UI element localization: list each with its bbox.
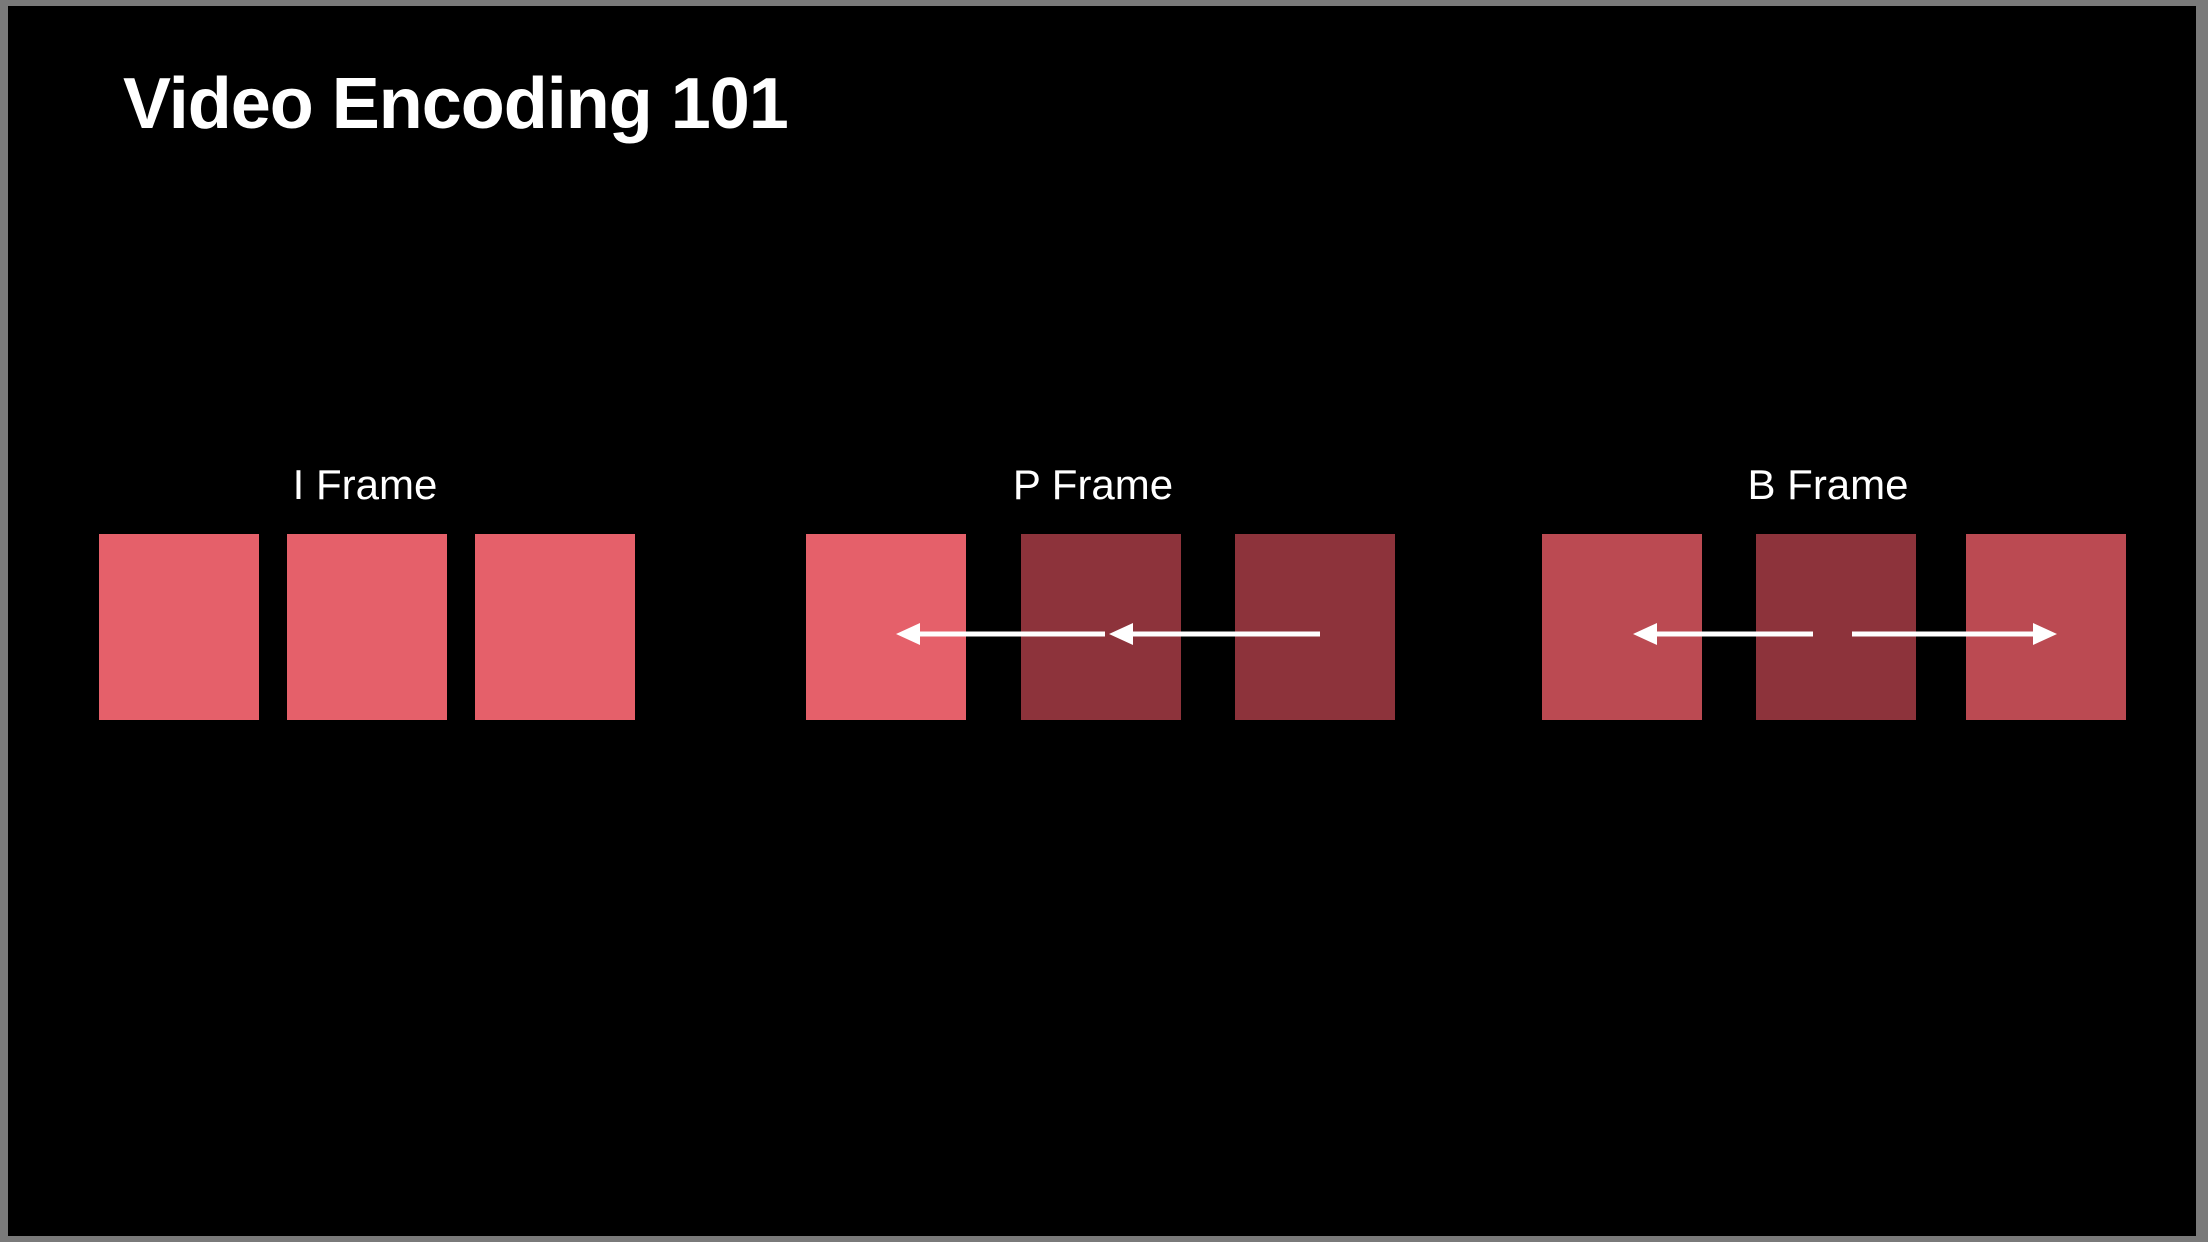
left-arrow-icon — [1109, 622, 1320, 646]
b-frame-box-3 — [1966, 534, 2126, 720]
i-frame-label: I Frame — [292, 461, 438, 508]
i-frame-box-3 — [475, 534, 635, 720]
p-frame-box-1 — [806, 534, 966, 720]
b-frame-box-2 — [1756, 534, 1916, 720]
i-frame-box-2 — [287, 534, 447, 720]
b-frame-label: B Frame — [1747, 461, 1909, 508]
i-frame-box-1 — [99, 534, 259, 720]
p-frame-box-3 — [1235, 534, 1395, 720]
right-arrow-icon — [1852, 622, 2057, 646]
slide-title: Video Encoding 101 — [123, 64, 789, 144]
left-arrow-icon — [896, 622, 1105, 646]
p-frame-box-2 — [1021, 534, 1181, 720]
p-frame-label: P Frame — [1012, 461, 1174, 508]
b-frame-box-1 — [1542, 534, 1702, 720]
left-arrow-icon — [1633, 622, 1813, 646]
slide: Video Encoding 101 I Frame P Frame B Fra… — [8, 6, 2196, 1236]
